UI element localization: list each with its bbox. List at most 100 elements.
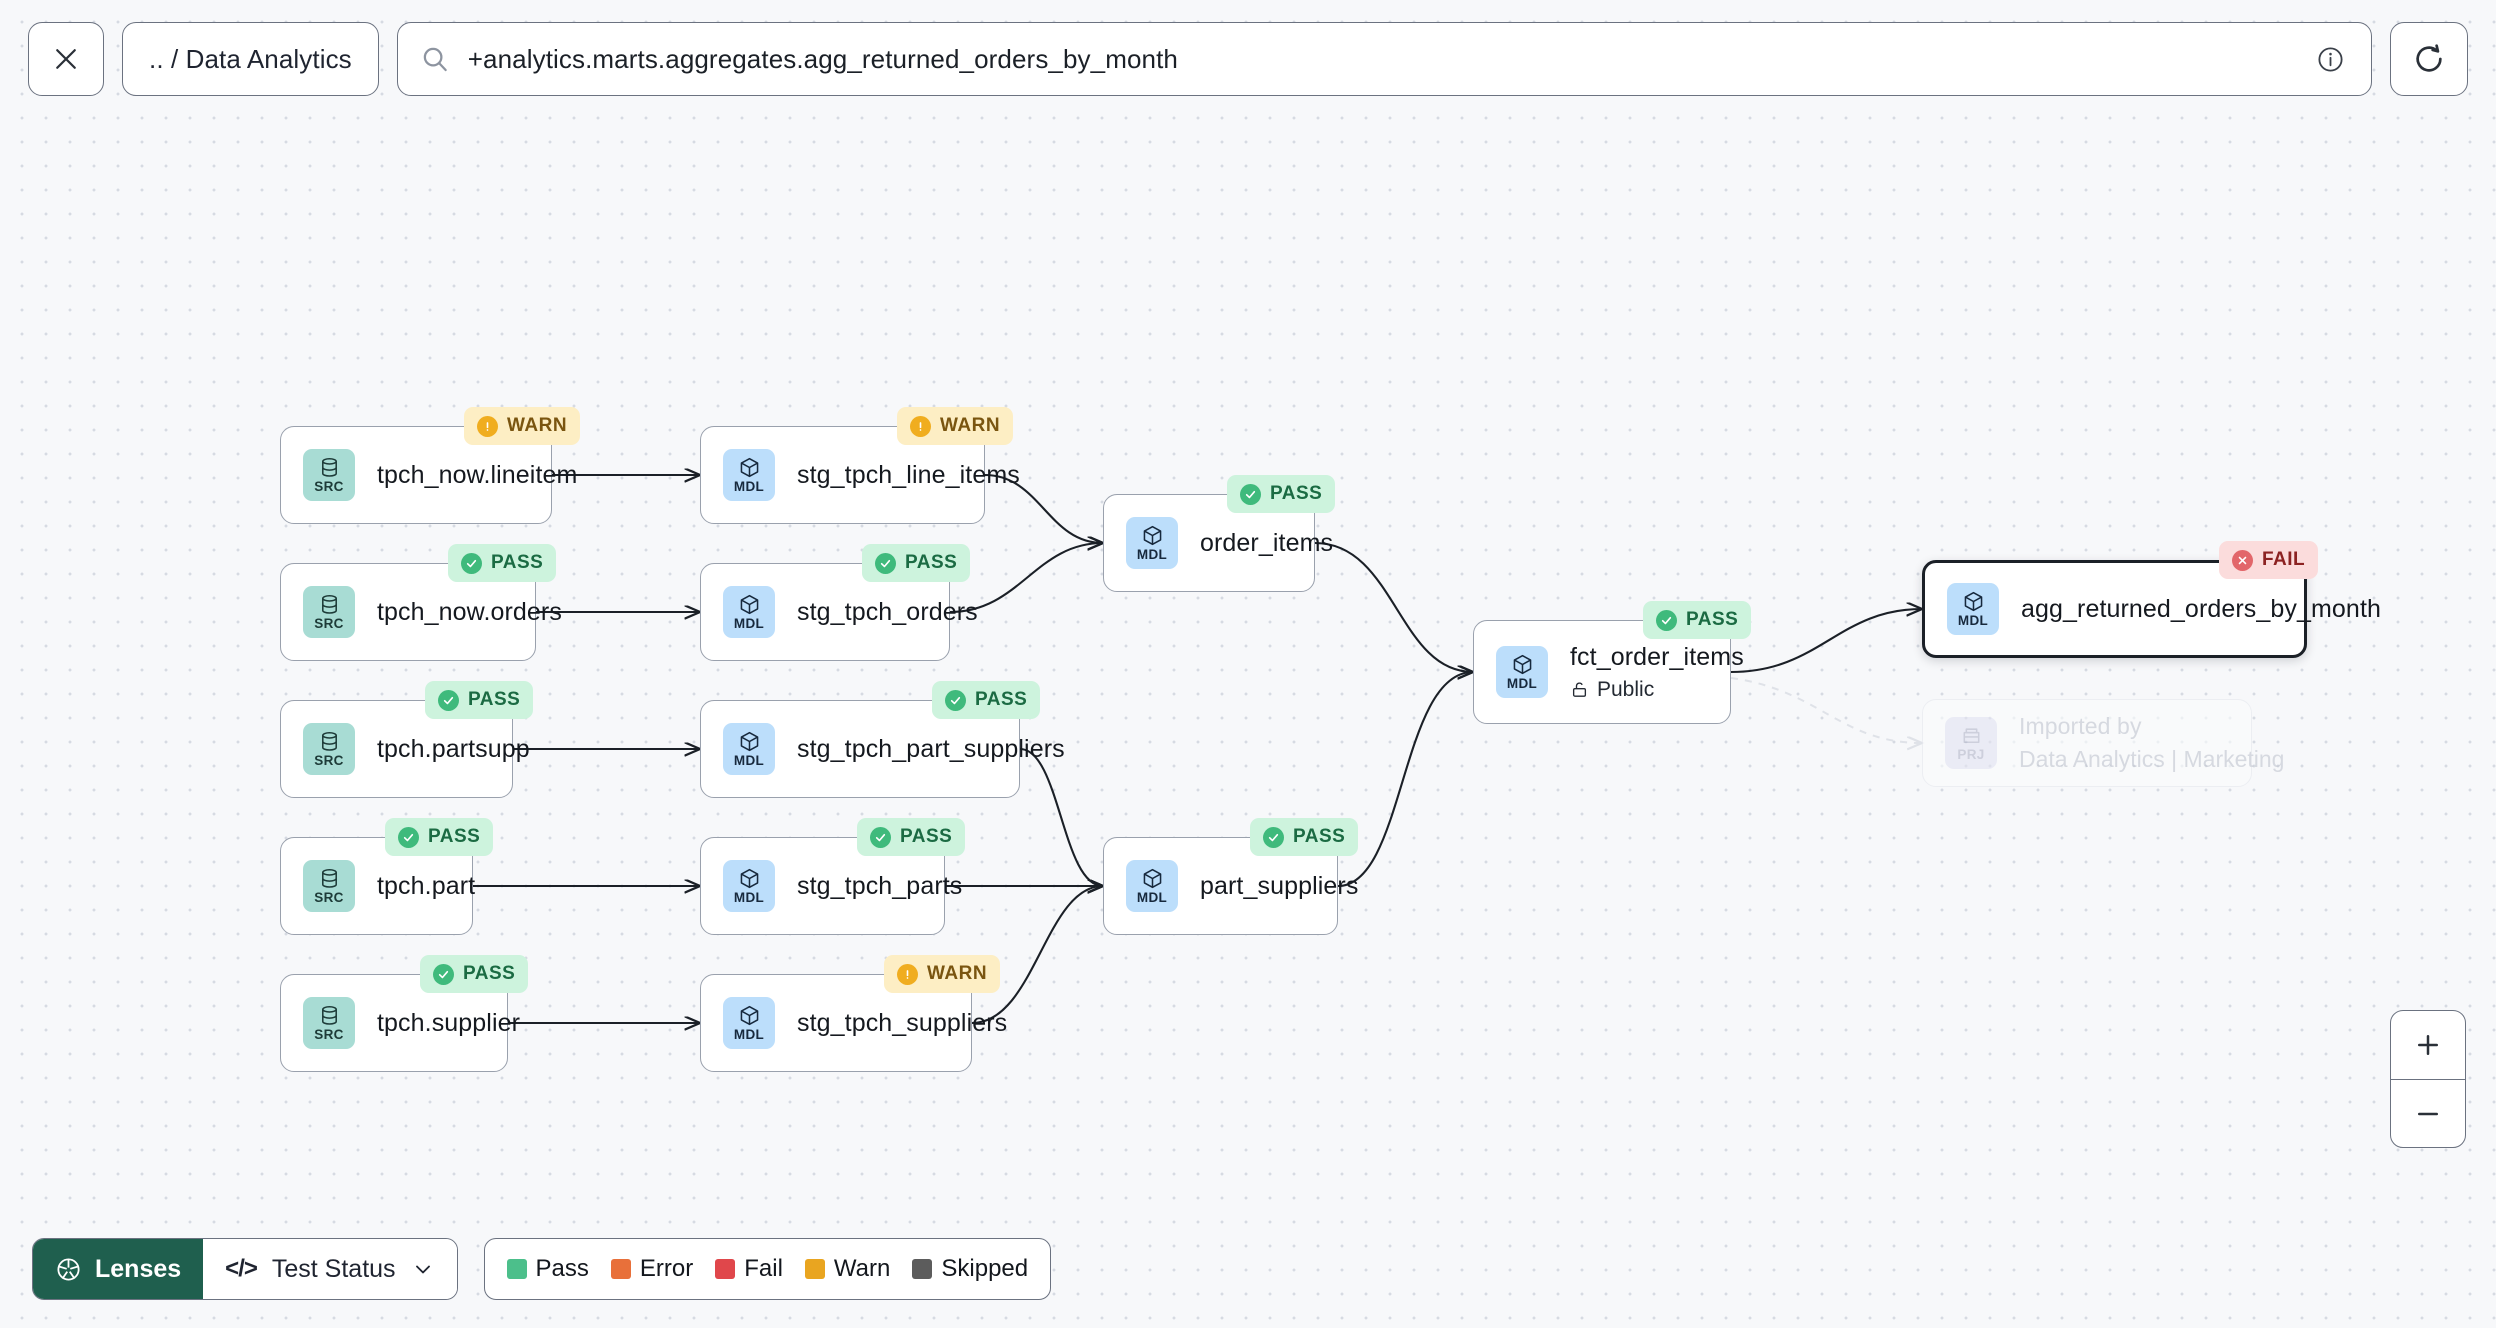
legend-item-fail[interactable]: Fail — [715, 1255, 783, 1283]
node-subtitle-label: Public — [1597, 677, 1655, 701]
node-body: stg_tpch_orders — [797, 598, 978, 627]
legend-item-pass[interactable]: Pass — [506, 1255, 589, 1283]
lenses-label: Lenses — [95, 1254, 182, 1283]
node-type-chip-src: SRC — [303, 997, 355, 1049]
refresh-button[interactable] — [2390, 22, 2468, 96]
status-badge-part_suppliers[interactable]: PASS — [1250, 818, 1359, 856]
node-type-chip-mdl: MDL — [723, 586, 775, 638]
zoom-controls — [2390, 1010, 2466, 1148]
node-title: stg_tpch_parts — [797, 871, 963, 900]
status-dot — [398, 826, 419, 848]
legend-swatch — [715, 1259, 736, 1279]
status-dot — [897, 963, 918, 985]
cube-icon — [1513, 655, 1531, 675]
node-type-label: SRC — [314, 616, 344, 632]
node-type-label: MDL — [1136, 890, 1168, 906]
zoom-in-button[interactable] — [2391, 1011, 2465, 1079]
breadcrumb-button[interactable]: .. / Data Analytics — [122, 22, 379, 96]
lineage-node-stg_tpch_parts[interactable]: MDL stg_tpch_parts — [700, 837, 963, 935]
node-title: part_suppliers — [1200, 871, 1359, 900]
status-badge-tpch_supplier[interactable]: PASS — [420, 955, 529, 993]
test-status-dropdown[interactable]: </> Test Status — [203, 1239, 457, 1299]
node-title: order_items — [1200, 528, 1334, 557]
node-body: tpch.supplier — [377, 1009, 520, 1038]
node-body: stg_tpch_parts — [797, 871, 963, 901]
search-input[interactable] — [467, 43, 2298, 75]
legend-item-error[interactable]: Error — [610, 1255, 693, 1283]
node-type-chip-mdl: MDL — [723, 997, 775, 1049]
cube-icon — [740, 732, 758, 752]
status-label: WARN — [927, 963, 988, 984]
node-type-label: MDL — [1136, 547, 1168, 563]
close-icon — [56, 49, 76, 69]
status-dot — [461, 552, 482, 574]
cube-icon — [1964, 592, 1982, 612]
lenses-button[interactable]: Lenses — [33, 1239, 204, 1299]
database-icon — [321, 732, 337, 752]
status-badge-tpch_now_orders[interactable]: PASS — [448, 544, 557, 582]
node-type-chip-mdl: MDL — [723, 723, 775, 775]
info-icon[interactable] — [2316, 45, 2345, 74]
legend-swatch — [610, 1259, 631, 1279]
database-icon — [321, 1006, 337, 1026]
status-dot — [910, 415, 931, 437]
status-badge-fct_order_items[interactable]: PASS — [1643, 601, 1752, 639]
status-badge-stg_tpch_suppliers[interactable]: WARN — [884, 955, 1001, 993]
legend-label: Skipped — [941, 1255, 1029, 1282]
legend-item-warn[interactable]: Warn — [804, 1255, 891, 1283]
status-label: FAIL — [2262, 549, 2306, 570]
status-badge-agg_returned[interactable]: FAIL — [2219, 541, 2319, 579]
node-type-label: SRC — [314, 890, 344, 906]
lineage-node-stg_tpch_orders[interactable]: MDL stg_tpch_orders — [700, 563, 978, 661]
lineage-node-tpch_now_lineitem[interactable]: SRC tpch_now.lineitem — [280, 426, 577, 524]
check-icon — [438, 970, 449, 978]
status-badge-stg_tpch_part_sup[interactable]: PASS — [932, 681, 1041, 719]
legend-swatch — [506, 1259, 527, 1279]
node-type-chip-src: SRC — [303, 860, 355, 912]
exclamation-icon — [486, 421, 489, 431]
status-label: PASS — [1270, 483, 1323, 504]
node-body: stg_tpch_line_items — [797, 460, 1020, 490]
node-title: agg_returned_orders_by_month — [2021, 594, 2381, 623]
status-dot — [438, 689, 459, 711]
status-dot — [1240, 483, 1261, 505]
node-type-chip-src: SRC — [303, 449, 355, 501]
lineage-node-stg_tpch_line_items[interactable]: MDL stg_tpch_line_items — [700, 426, 1020, 524]
node-body: stg_tpch_suppliers — [797, 1008, 1008, 1038]
node-type-chip-mdl: MDL — [1126, 517, 1178, 569]
node-title: stg_tpch_line_items — [797, 460, 1020, 489]
status-legend: Pass Error Fail Warn Skipped — [483, 1238, 1052, 1300]
node-body: agg_returned_orders_by_month — [2021, 594, 2381, 624]
status-badge-stg_tpch_orders[interactable]: PASS — [862, 544, 971, 582]
status-badge-tpch_now_lineitem[interactable]: WARN — [464, 407, 581, 445]
status-badge-order_items[interactable]: PASS — [1227, 475, 1336, 513]
node-type-chip-mdl: MDL — [723, 449, 775, 501]
search-bar[interactable] — [396, 22, 2372, 96]
legend-label: Warn — [833, 1255, 891, 1282]
status-label: PASS — [463, 963, 516, 984]
plus-icon — [2418, 1035, 2438, 1055]
status-badge-stg_tpch_parts[interactable]: PASS — [857, 818, 966, 856]
legend-item-skipped[interactable]: Skipped — [912, 1255, 1028, 1283]
node-body: tpch.partsupp — [377, 734, 530, 764]
status-label: PASS — [900, 826, 953, 847]
status-badge-stg_tpch_line_items[interactable]: WARN — [897, 407, 1014, 445]
node-type-label: MDL — [733, 890, 765, 906]
status-badge-tpch_partsupp[interactable]: PASS — [425, 681, 534, 719]
status-badge-tpch_part[interactable]: PASS — [385, 818, 494, 856]
node-type-label: SRC — [314, 753, 344, 769]
status-label: PASS — [428, 826, 481, 847]
ghost-edge — [1730, 677, 1922, 743]
node-title: tpch.partsupp — [377, 734, 530, 763]
node-title: stg_tpch_suppliers — [797, 1008, 1008, 1037]
status-label: PASS — [491, 552, 544, 573]
node-body: tpch_now.lineitem — [377, 461, 577, 490]
status-label: PASS — [1686, 609, 1739, 630]
zoom-out-button[interactable] — [2391, 1079, 2465, 1147]
node-type-label: SRC — [314, 1027, 344, 1043]
close-button[interactable] — [28, 22, 104, 96]
node-body: stg_tpch_part_suppliers — [797, 735, 1065, 764]
